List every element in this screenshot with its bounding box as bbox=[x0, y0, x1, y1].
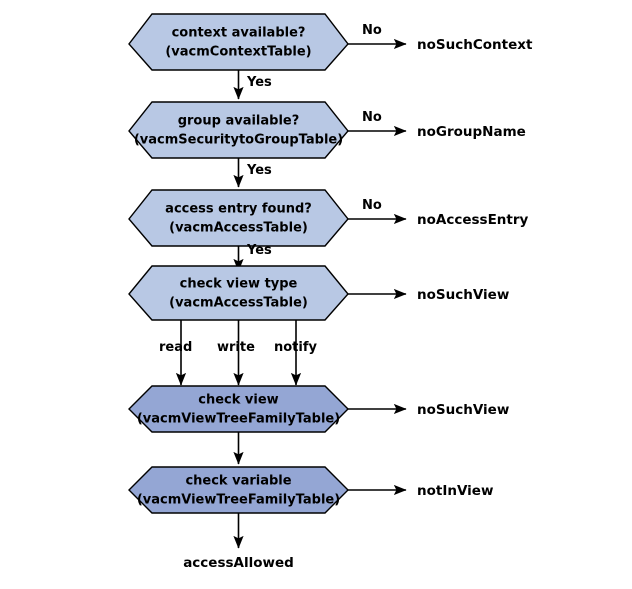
edge-label-notify: notify bbox=[274, 340, 318, 355]
node-access-entry[interactable]: access entry found? (vacmAccessTable) bbox=[128, 189, 349, 247]
node-check-view-type-shape bbox=[128, 265, 349, 321]
node-check-view[interactable]: check view (vacmViewTreeFamilyTable) bbox=[128, 385, 349, 433]
node-check-view-type[interactable]: check view type (vacmAccessTable) bbox=[128, 265, 349, 321]
edge-label-yes-3: Yes bbox=[246, 243, 272, 258]
node-check-variable[interactable]: check variable (vacmViewTreeFamilyTable) bbox=[128, 466, 349, 514]
node-check-view-line2: (vacmViewTreeFamilyTable) bbox=[137, 412, 340, 427]
node-context-shape bbox=[128, 13, 349, 71]
terminal-access-allowed: accessAllowed bbox=[183, 555, 294, 571]
edge-label-read: read bbox=[159, 340, 192, 355]
terminal-not-in-view: notInView bbox=[417, 483, 493, 499]
node-group[interactable]: group available? (vacmSecuritytoGroupTab… bbox=[128, 101, 349, 159]
node-check-variable-shape bbox=[128, 466, 349, 514]
node-context[interactable]: context available? (vacmContextTable) bbox=[128, 13, 349, 71]
node-check-view-shape bbox=[128, 385, 349, 433]
node-access-entry-line1: access entry found? bbox=[165, 202, 312, 217]
node-group-shape bbox=[128, 101, 349, 159]
edge-label-no-2: No bbox=[362, 110, 382, 125]
node-access-entry-shape bbox=[128, 189, 349, 247]
edge-label-no-3: No bbox=[362, 198, 382, 213]
edge-label-write: write bbox=[217, 340, 255, 355]
node-check-view-line1: check view bbox=[198, 393, 278, 408]
edge-label-no-1: No bbox=[362, 23, 382, 38]
node-context-line1: context available? bbox=[172, 26, 306, 41]
node-context-line2: (vacmContextTable) bbox=[165, 45, 311, 60]
node-check-view-type-line2: (vacmAccessTable) bbox=[169, 296, 308, 311]
node-check-variable-line2: (vacmViewTreeFamilyTable) bbox=[137, 493, 340, 508]
terminal-no-such-view: noSuchView bbox=[417, 402, 509, 418]
terminal-no-group-name: noGroupName bbox=[417, 124, 526, 140]
terminal-no-access-entry: noAccessEntry bbox=[417, 212, 529, 228]
node-group-line2: (vacmSecuritytoGroupTable) bbox=[134, 133, 343, 148]
node-access-entry-line2: (vacmAccessTable) bbox=[169, 221, 308, 236]
node-check-variable-line1: check variable bbox=[185, 474, 291, 489]
edge-label-yes-1: Yes bbox=[246, 75, 272, 90]
node-group-line1: group available? bbox=[178, 114, 300, 129]
terminal-no-such-context: noSuchContext bbox=[417, 37, 533, 53]
node-check-view-type-line1: check view type bbox=[180, 277, 298, 292]
edge-label-yes-2: Yes bbox=[246, 163, 272, 178]
terminal-no-such-view-type: noSuchView bbox=[417, 287, 509, 303]
